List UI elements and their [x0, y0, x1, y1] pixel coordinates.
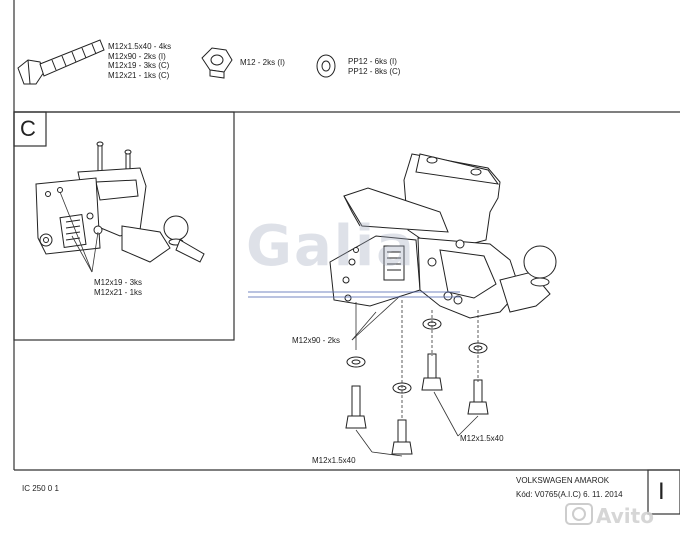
nut-spec: M12 - 2ks (I)	[240, 58, 285, 67]
main-leaders	[351, 295, 479, 457]
section-c-label-line: M12x19 - 3ks	[94, 278, 143, 287]
bolt-spec-line: M12x21 - 1ks (C)	[108, 70, 170, 80]
callout-m12x90: M12x90 - 2ks	[292, 336, 341, 345]
callout-m12x1-5x40-right: M12x1.5x40	[460, 434, 504, 443]
footer-vehicle: VOLKSWAGEN AMAROK	[516, 476, 610, 485]
nut-part-icon	[201, 47, 233, 79]
washer-spec-line: PP12 - 6ks (I)	[348, 57, 397, 66]
avito-watermark: Avito	[596, 504, 654, 528]
main-hitch-drawing	[329, 153, 557, 319]
camera-icon	[565, 503, 593, 525]
footer-code-date: Kód: V0765(A.I.C) 6. 11. 2014	[516, 490, 623, 499]
bolt-part-icon	[17, 39, 105, 85]
bolt-spec-line: M12x1.5x40 - 4ks	[108, 42, 172, 51]
footer-page-mark: I	[658, 478, 665, 505]
footer-code-left: IC 250 0 1	[22, 484, 59, 493]
section-c-leaders	[59, 191, 99, 273]
section-c-label: M12x19 - 3ks M12x21 - 1ks	[94, 278, 142, 297]
section-letter: C	[20, 116, 36, 141]
section-c-label-line: M12x21 - 1ks	[94, 287, 143, 297]
galia-logo: Galia	[246, 214, 416, 279]
logo-stripes	[248, 291, 460, 298]
section-c-drawing	[35, 141, 205, 263]
washer-part-list: PP12 - 6ks (I) PP12 - 8ks (C)	[348, 57, 400, 76]
washer-part-icon	[316, 54, 336, 78]
frame	[13, 0, 680, 515]
washer-spec-line: PP12 - 8ks (C)	[348, 66, 401, 76]
bolt-spec-line: M12x90 - 2ks (I)	[108, 51, 166, 61]
bolt-part-list: M12x1.5x40 - 4ks M12x90 - 2ks (I) M12x19…	[108, 42, 171, 80]
callout-m12x1-5x40-left: M12x1.5x40	[312, 456, 356, 465]
bolt-spec-line: M12x19 - 3ks (C)	[108, 61, 170, 70]
